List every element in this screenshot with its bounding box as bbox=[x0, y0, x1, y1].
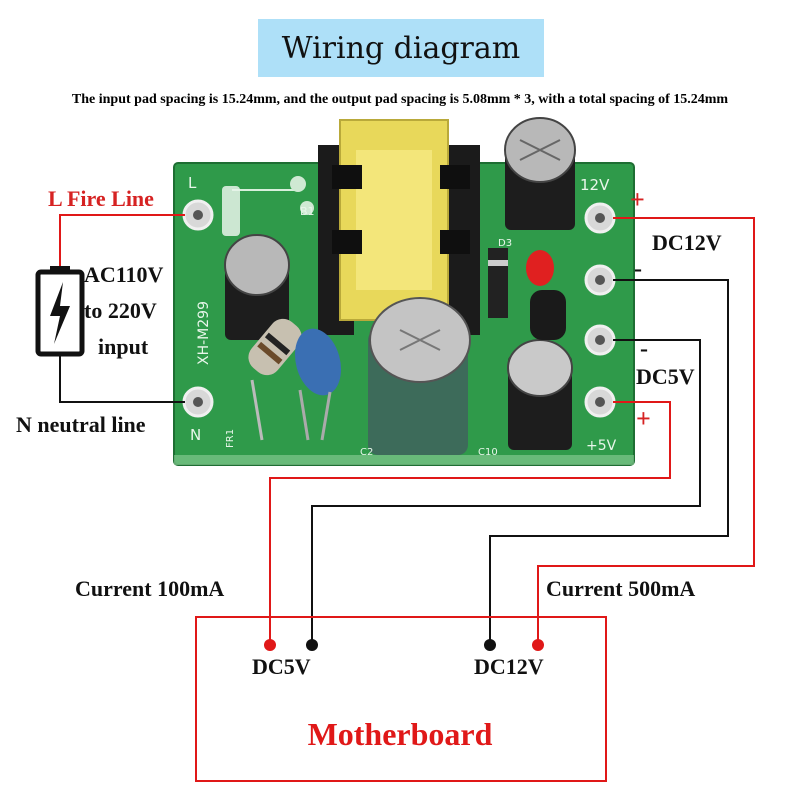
terminal-12v-plus bbox=[532, 639, 544, 651]
label-ac-3: input bbox=[98, 334, 149, 359]
wire-5v-plus bbox=[269, 401, 671, 640]
capacitor-input bbox=[224, 234, 290, 340]
label-dc5v: DC5V bbox=[636, 364, 695, 389]
label-current-500ma: Current 500mA bbox=[546, 576, 696, 601]
title-box: Wiring diagram bbox=[258, 19, 544, 77]
ac-source-icon bbox=[35, 266, 85, 357]
capacitor-c10 bbox=[507, 339, 573, 450]
terminal-5v-plus bbox=[264, 639, 276, 651]
silk-5v: +5V bbox=[586, 438, 617, 454]
wire-5v-minus bbox=[311, 339, 701, 640]
silk-n: N bbox=[190, 426, 201, 444]
via-hole bbox=[290, 176, 306, 192]
capacitor-c12v bbox=[504, 117, 576, 230]
label-5v-plus: + bbox=[636, 404, 651, 433]
terminal-12v-minus bbox=[484, 639, 496, 651]
wire-12v-plus bbox=[537, 217, 755, 640]
transformer bbox=[318, 119, 480, 335]
label-n-line: N neutral line bbox=[16, 412, 146, 437]
regulator bbox=[530, 290, 566, 340]
motherboard-label: Motherboard bbox=[307, 716, 493, 752]
label-dc12v: DC12V bbox=[652, 230, 722, 255]
silk-d3: D3 bbox=[498, 238, 512, 249]
label-12v-plus: + bbox=[630, 185, 645, 214]
silk-c2: C2 bbox=[360, 447, 373, 458]
capacitor-c2 bbox=[368, 297, 471, 455]
label-ac-2: to 220V bbox=[84, 298, 157, 323]
label-12v-minus: - bbox=[634, 256, 642, 282]
silk-fr1: FR1 bbox=[225, 429, 236, 448]
led-indicator bbox=[526, 250, 554, 286]
resistor bbox=[248, 318, 302, 441]
silk-c10: C10 bbox=[478, 447, 498, 458]
label-mb-dc12v: DC12V bbox=[474, 654, 544, 679]
label-current-100ma: Current 100mA bbox=[75, 576, 225, 601]
label-ac-1: AC110V bbox=[84, 262, 164, 287]
terminal-5v-minus bbox=[306, 639, 318, 651]
wire-12v-minus bbox=[489, 279, 729, 640]
silk-b1: B1 bbox=[300, 205, 315, 218]
label-l-line: L Fire Line bbox=[48, 186, 154, 211]
via-hole bbox=[300, 201, 314, 215]
silk-l: L bbox=[188, 174, 197, 192]
wire-n bbox=[59, 352, 185, 403]
y-capacitor bbox=[294, 328, 342, 396]
subtitle: The input pad spacing is 15.24mm, and th… bbox=[71, 92, 729, 107]
silk-model: XH-M299 bbox=[196, 301, 212, 365]
page-title: Wiring diagram bbox=[281, 30, 521, 66]
silk-12v: 12V bbox=[580, 176, 610, 194]
wire-l bbox=[59, 214, 185, 272]
label-mb-dc5v: DC5V bbox=[252, 654, 311, 679]
label-5v-minus: - bbox=[640, 336, 648, 362]
diode bbox=[488, 248, 508, 318]
pcb-board: L N B1 D3 C2 C10 12V +5V FR1 XH-M299 bbox=[173, 117, 635, 466]
fuse-slot bbox=[222, 186, 240, 236]
motherboard-box bbox=[195, 616, 607, 782]
